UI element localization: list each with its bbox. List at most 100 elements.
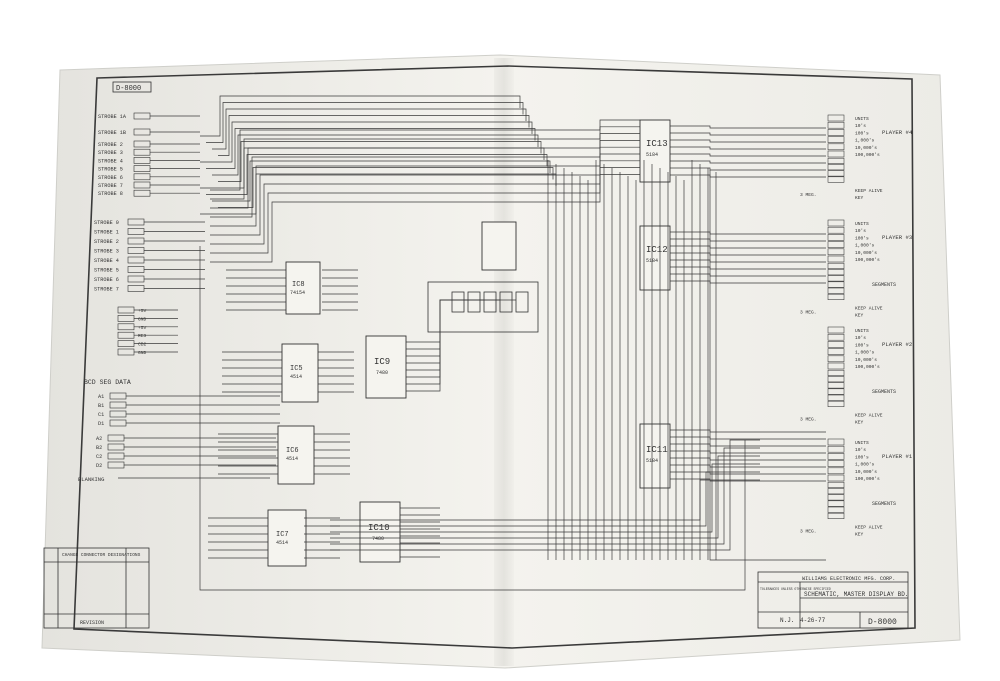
ic11-chip — [639, 423, 671, 489]
segments-label: SEGMENTS — [872, 282, 896, 288]
connector-pin — [827, 326, 845, 334]
connector-pin — [109, 401, 127, 409]
strobe-label: STROBE 5 — [98, 167, 123, 173]
ic5-name: IC5 — [290, 365, 303, 373]
connector-pin — [827, 453, 845, 460]
connector-pin — [127, 285, 145, 292]
digit-label: 100's — [855, 130, 869, 136]
digit-label: 10,000's — [855, 145, 877, 151]
digit-label: 100's — [855, 342, 869, 348]
resistor-label: 3 MEG. — [800, 416, 817, 422]
ic6-chip — [277, 425, 315, 485]
connector-pin — [133, 157, 151, 164]
ic13-name: IC13 — [646, 139, 668, 149]
revision-header: CHANGE CONNECTOR DESIGNATIONS — [62, 552, 141, 558]
connector-pin — [827, 269, 845, 276]
digit-label: UNITS — [855, 116, 869, 122]
signal-label: GND — [138, 350, 147, 356]
connector-pin — [133, 128, 151, 136]
connector-pin — [127, 247, 145, 254]
keep-alive-label: KEEP ALIVE — [855, 305, 883, 311]
bcd-input-label: A2 — [96, 436, 102, 442]
connector-pin — [107, 461, 125, 469]
digit-label: 10's — [855, 228, 866, 234]
keep-alive-label: KEEP ALIVE — [855, 188, 883, 194]
bcd-input-label: D2 — [96, 463, 102, 469]
connector-pin — [117, 340, 135, 347]
connector-pin — [117, 348, 135, 356]
ic13-part: 5184 — [646, 152, 658, 158]
connector-pin — [109, 392, 127, 400]
drawing-title: SCHEMATIC, MASTER DISPLAY BD. — [804, 591, 908, 598]
digit-label: UNITS — [855, 328, 869, 334]
strobe-label: STROBE 4 — [98, 158, 123, 164]
resistor-label: 3 MEG. — [800, 528, 817, 534]
ic7-chip — [267, 509, 307, 567]
connector-pin — [133, 181, 151, 189]
ic12-name: IC12 — [646, 245, 668, 255]
key-label: KEY — [855, 312, 864, 318]
connector-pin — [827, 234, 845, 241]
connector-pin — [827, 170, 845, 177]
ic5-chip — [281, 343, 319, 403]
connector-pin — [827, 494, 845, 501]
connector-pin — [117, 315, 135, 322]
strobe-label: STROBE 3 — [94, 249, 119, 255]
connector-pin — [827, 275, 845, 282]
connector-pin — [827, 287, 845, 294]
digit-label: 100,000's — [855, 364, 880, 370]
ic16-chip — [481, 221, 517, 271]
bcd-input-label: B2 — [96, 445, 102, 451]
ic9-chip — [365, 335, 407, 399]
ic11-name: IC11 — [646, 445, 668, 455]
ic6-part: 4514 — [286, 456, 298, 462]
digit-label: 1,000's — [855, 462, 875, 468]
digit-label: 1,000's — [855, 350, 875, 356]
player-label: PLAYER #4 — [882, 129, 913, 136]
digit-label: UNITS — [855, 440, 869, 446]
digit-label: 100,000's — [855, 152, 880, 158]
ic10-name: IC10 — [368, 523, 390, 533]
connector-pin — [827, 460, 845, 467]
connector-pin — [133, 189, 151, 197]
bcd-input-label: C1 — [98, 412, 104, 418]
signal-label: +5V — [138, 308, 147, 314]
drawing-number-box-top — [112, 81, 152, 93]
digit-label: UNITS — [855, 221, 869, 227]
ic5-part: 4514 — [290, 374, 302, 380]
connector-pin — [827, 355, 845, 363]
connector-pin — [109, 419, 127, 427]
strobe-label: STROBE 6 — [98, 175, 123, 181]
drawing-date: 4-26-77 — [800, 617, 826, 624]
connector-pin — [827, 226, 845, 234]
connector-pin — [107, 443, 125, 451]
connector-pin — [827, 255, 845, 263]
strobe-label: STROBE 1A — [98, 114, 127, 120]
strobe-label: STROBE 1B — [98, 130, 126, 136]
strobe-label: STROBE 2 — [94, 239, 119, 245]
ic7-name: IC7 — [276, 531, 289, 539]
drawing-number-bottom: D-8000 — [868, 618, 897, 627]
connector-pin — [827, 481, 845, 488]
connector-pin — [827, 157, 845, 164]
strobe-label: STROBE 8 — [98, 191, 123, 197]
signal-label: GND — [138, 316, 147, 322]
connector-pin — [827, 382, 845, 389]
connector-pin — [127, 218, 145, 226]
ic-blocks — [267, 119, 671, 567]
connector-pin — [827, 369, 845, 376]
segments-label: SEGMENTS — [872, 501, 896, 507]
connector-pin — [827, 114, 845, 122]
connector-pin — [827, 400, 845, 407]
digit-label: 1,000's — [855, 138, 875, 144]
connector-pin — [133, 173, 151, 181]
keep-alive-label: KEEP ALIVE — [855, 412, 883, 418]
connector-pin — [827, 341, 845, 348]
connector-pin — [117, 323, 135, 331]
ic13-chip — [639, 119, 671, 183]
connector-pin — [133, 165, 151, 172]
digit-label: 10,000's — [855, 469, 877, 475]
signal-label: CB2 — [138, 342, 147, 348]
